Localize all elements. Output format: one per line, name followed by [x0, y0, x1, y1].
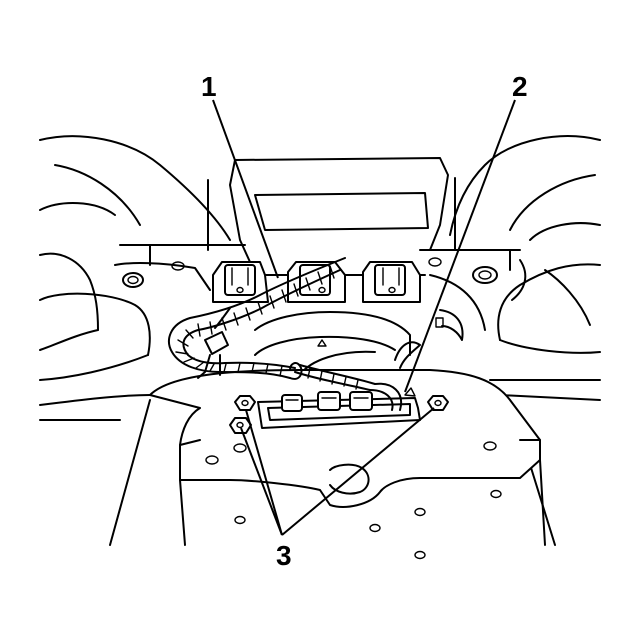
seat-latch-brackets — [212, 261, 421, 303]
connector-tray — [257, 387, 421, 429]
rear-box — [207, 157, 456, 263]
leader-lines — [212, 99, 516, 536]
floor-pan — [39, 244, 601, 546]
console-plate — [149, 369, 546, 560]
callout-3: 3 — [276, 540, 292, 571]
wiring-harness — [168, 257, 403, 411]
callout-2: 2 — [512, 71, 528, 102]
right-seat — [449, 135, 601, 354]
left-seat — [39, 135, 231, 381]
callout-1: 1 — [201, 71, 217, 102]
